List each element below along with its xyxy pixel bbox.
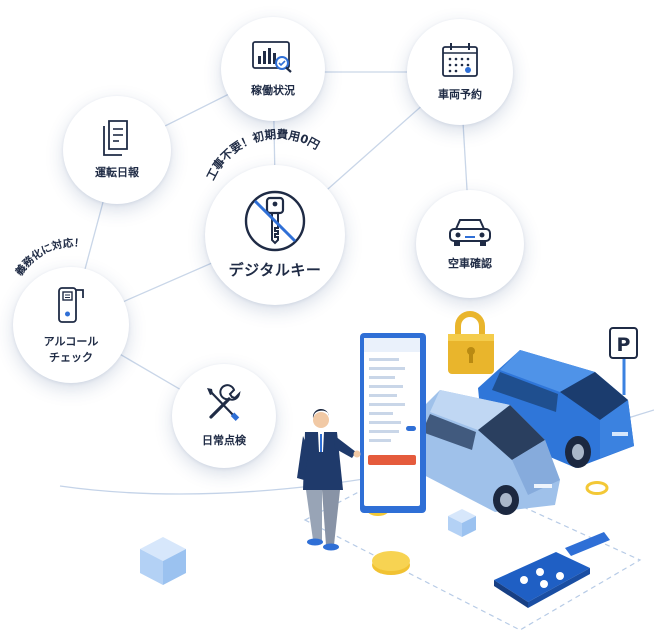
- node-digital-key: デジタルキー: [205, 165, 345, 305]
- calendar-icon: [442, 43, 478, 77]
- label-kusha: 空車確認: [448, 257, 492, 271]
- car-lightblue-illustration: [410, 390, 560, 515]
- no-key-icon: [244, 190, 306, 252]
- node-kadou: 稼働状況: [221, 17, 325, 121]
- parking-lot-outline: [303, 459, 642, 630]
- padlock-icon: [448, 311, 494, 374]
- label-sharyo: 車両予約: [438, 88, 482, 102]
- tools-icon: [207, 384, 241, 421]
- parking-sign-icon: P: [609, 327, 638, 395]
- document-icon: [103, 120, 128, 156]
- label-kadou: 稼働状況: [251, 84, 295, 98]
- car-icon: [449, 219, 491, 247]
- node-kusha: 空車確認: [416, 190, 524, 298]
- businessman-illustration: [297, 408, 361, 551]
- svg-text:P: P: [617, 334, 631, 356]
- smartphone-illustration: [360, 333, 426, 513]
- decor-cube-large: [140, 537, 186, 585]
- decor-cube-small: [448, 509, 476, 537]
- label-digital-key: デジタルキー: [228, 261, 322, 280]
- label-unten: 運転日報: [95, 166, 139, 180]
- node-alcohol: アルコール チェック: [13, 267, 129, 383]
- smart-key-fob-illustration: [494, 532, 610, 608]
- ring-marker-icon: [585, 481, 609, 495]
- node-nichijo: 日常点検: [172, 364, 276, 468]
- node-unten: 運転日報: [63, 96, 171, 204]
- bar-chart-magnifier-icon: [252, 41, 292, 73]
- node-sharyo: 車両予約: [407, 19, 513, 125]
- breathalyzer-icon: [58, 287, 84, 323]
- label-nichijo: 日常点検: [202, 434, 246, 448]
- label-alcohol: アルコール チェック: [43, 335, 99, 364]
